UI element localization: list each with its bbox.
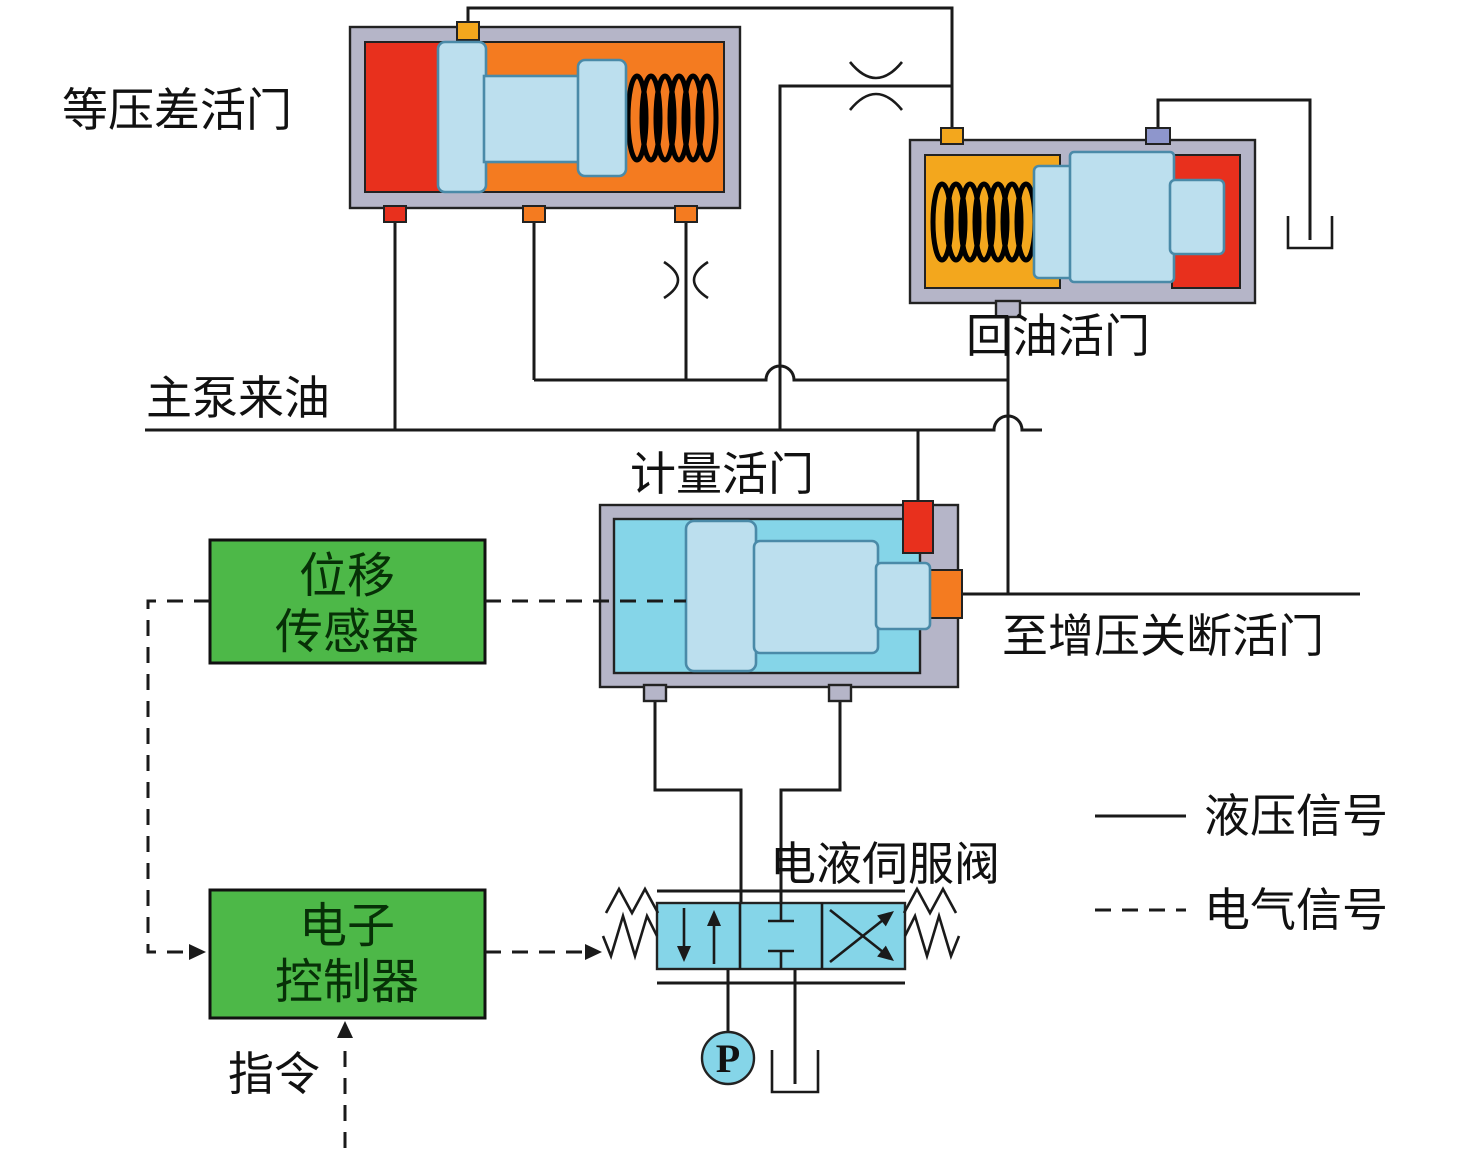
spool-left-plate [436,40,488,194]
tank-symbol-drain [1286,216,1334,250]
electric-signal-lines [146,599,686,1148]
servo-spring-left [601,911,659,961]
orifice-arc-upper [848,61,904,80]
spring-coil [986,181,1010,263]
electronic-controller-label-line1: 电子 [299,900,395,953]
pump-letter: P [716,1036,740,1081]
tank-symbol-servo [770,1050,820,1094]
pipe-orifice-branch [778,84,952,430]
orifice-arc-left [663,260,680,300]
pressure-valve-bottom-port-middle [522,205,546,223]
hydraulic-lines [145,6,1360,1084]
spring-coil [667,73,691,163]
pipe-main-pump-line [145,414,1042,432]
displacement-sensor-block: 位移 传感器 [208,538,487,665]
pressure-valve-spool [436,40,628,194]
legend-electric-label: 电气信号 [1204,885,1388,936]
arrowhead [877,911,894,927]
servo-spring-right [903,911,961,961]
orifice-arc-right [692,260,709,300]
return-valve-spool [1032,150,1226,284]
electronic-controller-block: 电子 控制器 [208,888,487,1020]
arrowhead [337,1021,353,1038]
spring-coil [653,73,677,163]
metering-valve-bottom-port-left [642,683,668,703]
arrowhead [677,946,691,962]
pipe-metering-right-to-servo [779,701,842,903]
boost-shutoff-valve-label: 至增压关断活门 [1002,611,1324,662]
spool-body [1068,150,1176,284]
pipe-sense-horizontal [534,364,1008,382]
electronic-controller-box [208,888,487,1020]
servo-valve-label: 电液伺服阀 [770,839,1000,890]
spring-coil [1000,181,1024,263]
electric-line-sensor-to-controller [146,599,210,954]
metering-valve-label: 计量活门 [630,449,814,500]
return-valve-label: 回油活门 [966,311,1150,362]
legend-hydraulic-label: 液压信号 [1204,791,1388,842]
spring-coil [681,73,705,163]
servo-valve [601,886,961,985]
spool-right-plate [576,58,628,178]
spring-coil [944,181,968,263]
spring-coil [930,181,954,263]
spool-right-block [1168,178,1226,256]
orifice-arc-lower [848,92,904,111]
displacement-sensor-label-line2: 传感器 [275,606,419,659]
spool-right-block [874,561,932,631]
pump-circle [700,1030,756,1086]
spool-left-plate [684,519,758,673]
metering-valve [598,500,963,703]
legend: 液压信号 电气信号 [1095,791,1388,936]
command-label: 指令 [228,1049,320,1100]
electronic-controller-label-line2: 控制器 [275,956,419,1009]
blocked-port-top [768,903,794,923]
spring-coil [972,181,996,263]
servo-cross-arrow-b [829,914,889,964]
pressure-valve-bottom-port-left [383,205,407,223]
orifice-restrictor-middle [663,260,709,300]
metering-valve-spool [684,519,932,673]
blocked-port-bottom [768,949,794,969]
spring-coil [958,181,982,263]
metering-valve-bottom-port-right [827,683,853,703]
spring-coil [625,73,649,163]
main-pump-oil-label: 主泵来油 [146,373,330,424]
spool-seat-plate [1032,164,1076,280]
pipe-return-valve-drain [1156,98,1312,240]
arrowhead [585,944,602,960]
pump-symbol: P [700,1030,756,1086]
servo-solenoid-right-icon [902,886,958,916]
arrowhead [707,910,721,926]
pipe-top-to-return-valve [466,6,954,134]
pipe-metering-left-to-servo [653,701,743,903]
pressure-diff-valve-label: 等压差活门 [62,85,292,136]
displacement-sensor-label-line1: 位移 [299,550,395,603]
pressure-valve-top-port [456,21,480,41]
metering-valve-outlet-port [927,569,963,619]
pressure-valve-bottom-port-right [674,205,698,223]
spring-coil [639,73,663,163]
return-valve-drain-port [1145,127,1171,145]
servo-blocked-center [768,903,794,969]
spool-body [752,539,880,655]
servo-cross-arrow-a [829,908,889,958]
pressure-differential-valve [348,21,742,223]
metering-valve-top-port [902,500,934,554]
servo-solenoid-left-icon [604,886,660,916]
return-valve [908,127,1257,319]
spool-rod [482,74,588,164]
pressure-valve-spring [625,73,719,163]
arrowhead [189,944,206,960]
return-valve-top-port [940,127,964,145]
orifice-restrictor-top [848,61,904,111]
return-valve-bottom-port [994,299,1022,319]
spring-coil [695,73,719,163]
arrowhead [877,945,894,961]
